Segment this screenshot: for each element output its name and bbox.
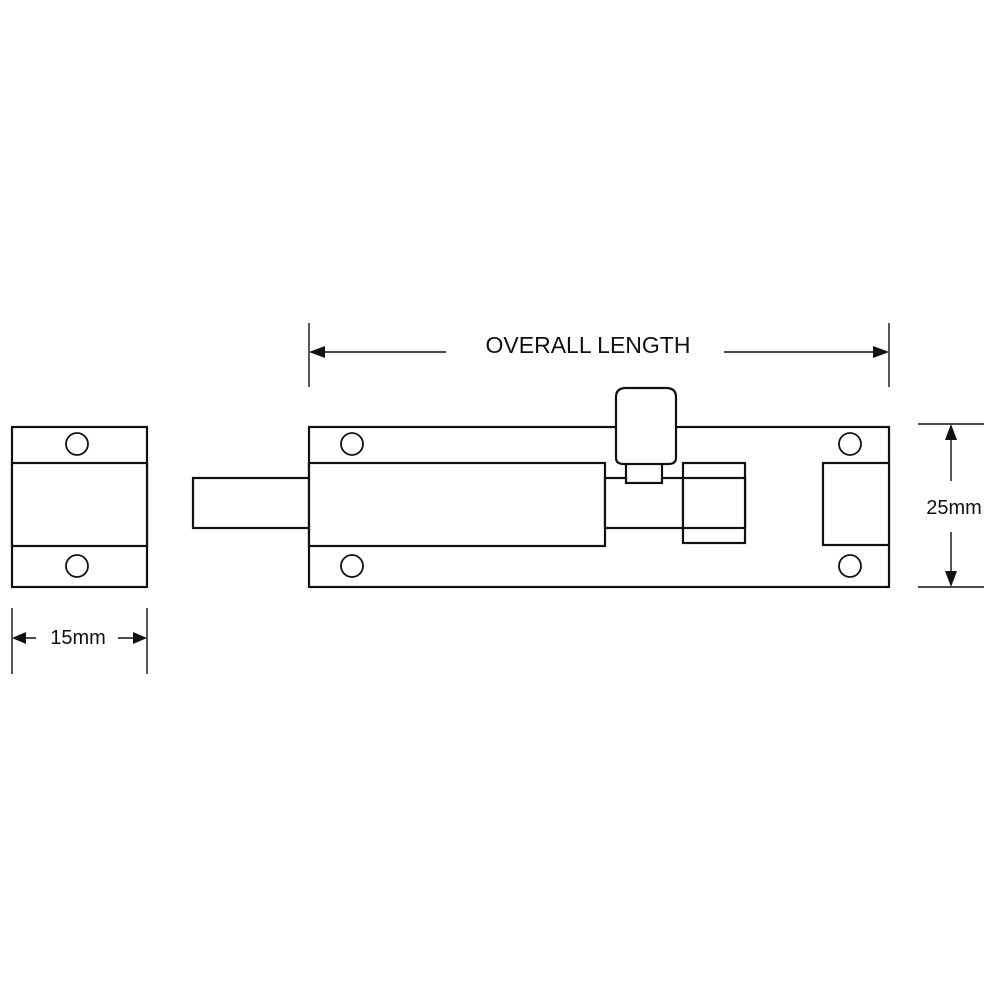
end-view-bolt-housing: [10, 461, 149, 548]
bolt-shaft: [191, 476, 312, 530]
height-dimension: 25mm: [918, 423, 984, 588]
guide-staple-bolt: [681, 476, 747, 530]
length-arrow-left: [309, 346, 325, 358]
end-view: [10, 425, 149, 589]
height-label: 25mm: [926, 497, 982, 519]
end-view-bottom-screw-hole: [65, 554, 89, 578]
end-view-top-screw-hole: [65, 432, 89, 456]
width-label: 15mm: [50, 627, 106, 649]
front-view: [191, 386, 891, 589]
screw-hole-bottom-left: [340, 554, 364, 578]
height-arrow-bottom: [945, 571, 957, 587]
bolt-housing: [307, 461, 607, 548]
screw-hole-bottom-right: [838, 554, 862, 578]
overall-length-dimension: OVERALL LENGTH: [308, 323, 890, 387]
screw-hole-top-right: [838, 432, 862, 456]
length-arrow-right: [873, 346, 889, 358]
height-arrow-top: [945, 424, 957, 440]
width-arrow-left: [12, 632, 26, 644]
knob-handle: [614, 386, 678, 466]
screw-hole-top-left: [340, 432, 364, 456]
overall-length-label: OVERALL LENGTH: [486, 332, 691, 358]
width-dimension: 15mm: [11, 608, 148, 674]
keeper-block: [821, 461, 891, 547]
width-arrow-right: [133, 632, 147, 644]
